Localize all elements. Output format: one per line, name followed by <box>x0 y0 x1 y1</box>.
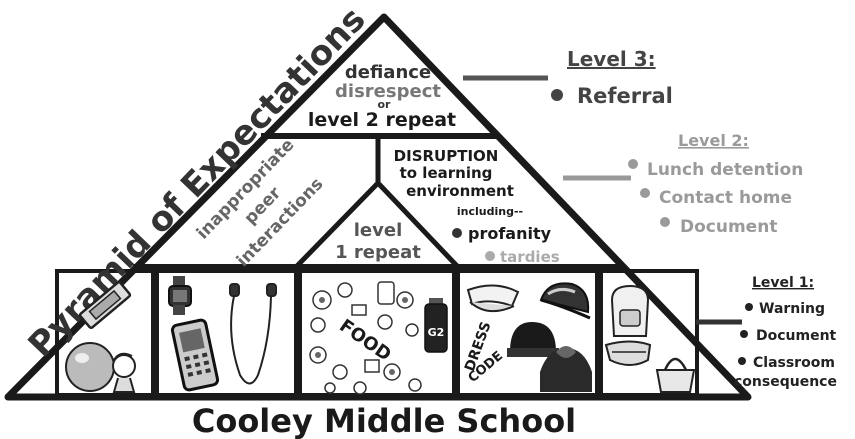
level3-bullet-1 <box>551 89 563 101</box>
level1-heading: Level 1: <box>752 275 814 291</box>
middle-center-line1: level <box>354 220 403 241</box>
tile-bags-border <box>599 269 699 397</box>
level2-bullet-3 <box>660 217 670 227</box>
middle-right-including: including-- <box>457 205 523 218</box>
level1-bullet-3 <box>738 357 746 365</box>
school-name: Cooley Middle School <box>192 402 576 439</box>
bullet-tardies <box>485 251 495 261</box>
top-line-disrespect: disrespect <box>335 81 441 102</box>
middle-right-line2: to learning <box>400 164 493 182</box>
level3-heading: Level 3: <box>567 47 656 71</box>
level1-bullet-1 <box>745 303 753 311</box>
baseball-cap-icon <box>539 282 591 320</box>
cell-phone-icon <box>170 318 220 392</box>
top-line-or: or <box>378 98 392 111</box>
backpack-icon <box>610 284 650 337</box>
level1-item-3-cont: consequence <box>734 374 837 390</box>
tile-dress-code-border <box>456 269 599 397</box>
divider-middle-triangle <box>294 179 460 269</box>
level2-item-2: Contact home <box>659 188 792 208</box>
handbag-icon <box>655 357 696 393</box>
level2-bullet-2 <box>640 188 650 198</box>
visor-icon <box>466 284 520 313</box>
tile-electronics-border <box>155 269 298 397</box>
beanie-icon <box>507 322 559 357</box>
tile-gum-border <box>55 269 155 397</box>
level1-item-1: Warning <box>759 301 825 317</box>
food-collage-icon <box>309 281 422 395</box>
middle-right-line1: DISRUPTION <box>394 147 499 165</box>
level2-item-1: Lunch detention <box>647 160 803 180</box>
sports-drink-label: G2 <box>428 326 445 339</box>
top-line-level2-repeat: level 2 repeat <box>308 109 456 131</box>
top-line-defiance: defiance <box>345 62 431 83</box>
fanny-pack-icon <box>604 340 652 366</box>
middle-right-line3: environment <box>406 182 514 200</box>
level3-item-1: Referral <box>577 84 673 108</box>
sports-drink-icon <box>424 298 448 353</box>
bubble-gum-kid-icon <box>65 342 136 393</box>
chewing-gum-icon <box>78 280 132 330</box>
level1-item-2: Document <box>756 328 837 344</box>
middle-center-line2: 1 repeat <box>335 242 421 263</box>
middle-right-tardies: tardies <box>500 248 560 266</box>
level1-item-3: Classroom <box>753 355 835 371</box>
level1-bullet-2 <box>740 330 748 338</box>
level2-heading: Level 2: <box>678 131 749 150</box>
tile-food-border <box>298 269 456 397</box>
hoodie-icon <box>540 346 592 392</box>
bullet-profanity <box>452 228 462 238</box>
level2-item-3: Document <box>680 217 777 237</box>
middle-right-profanity: profanity <box>468 224 552 243</box>
earbuds-icon <box>229 283 277 385</box>
smartwatch-icon <box>168 276 192 315</box>
level2-bullet-1 <box>628 159 638 169</box>
